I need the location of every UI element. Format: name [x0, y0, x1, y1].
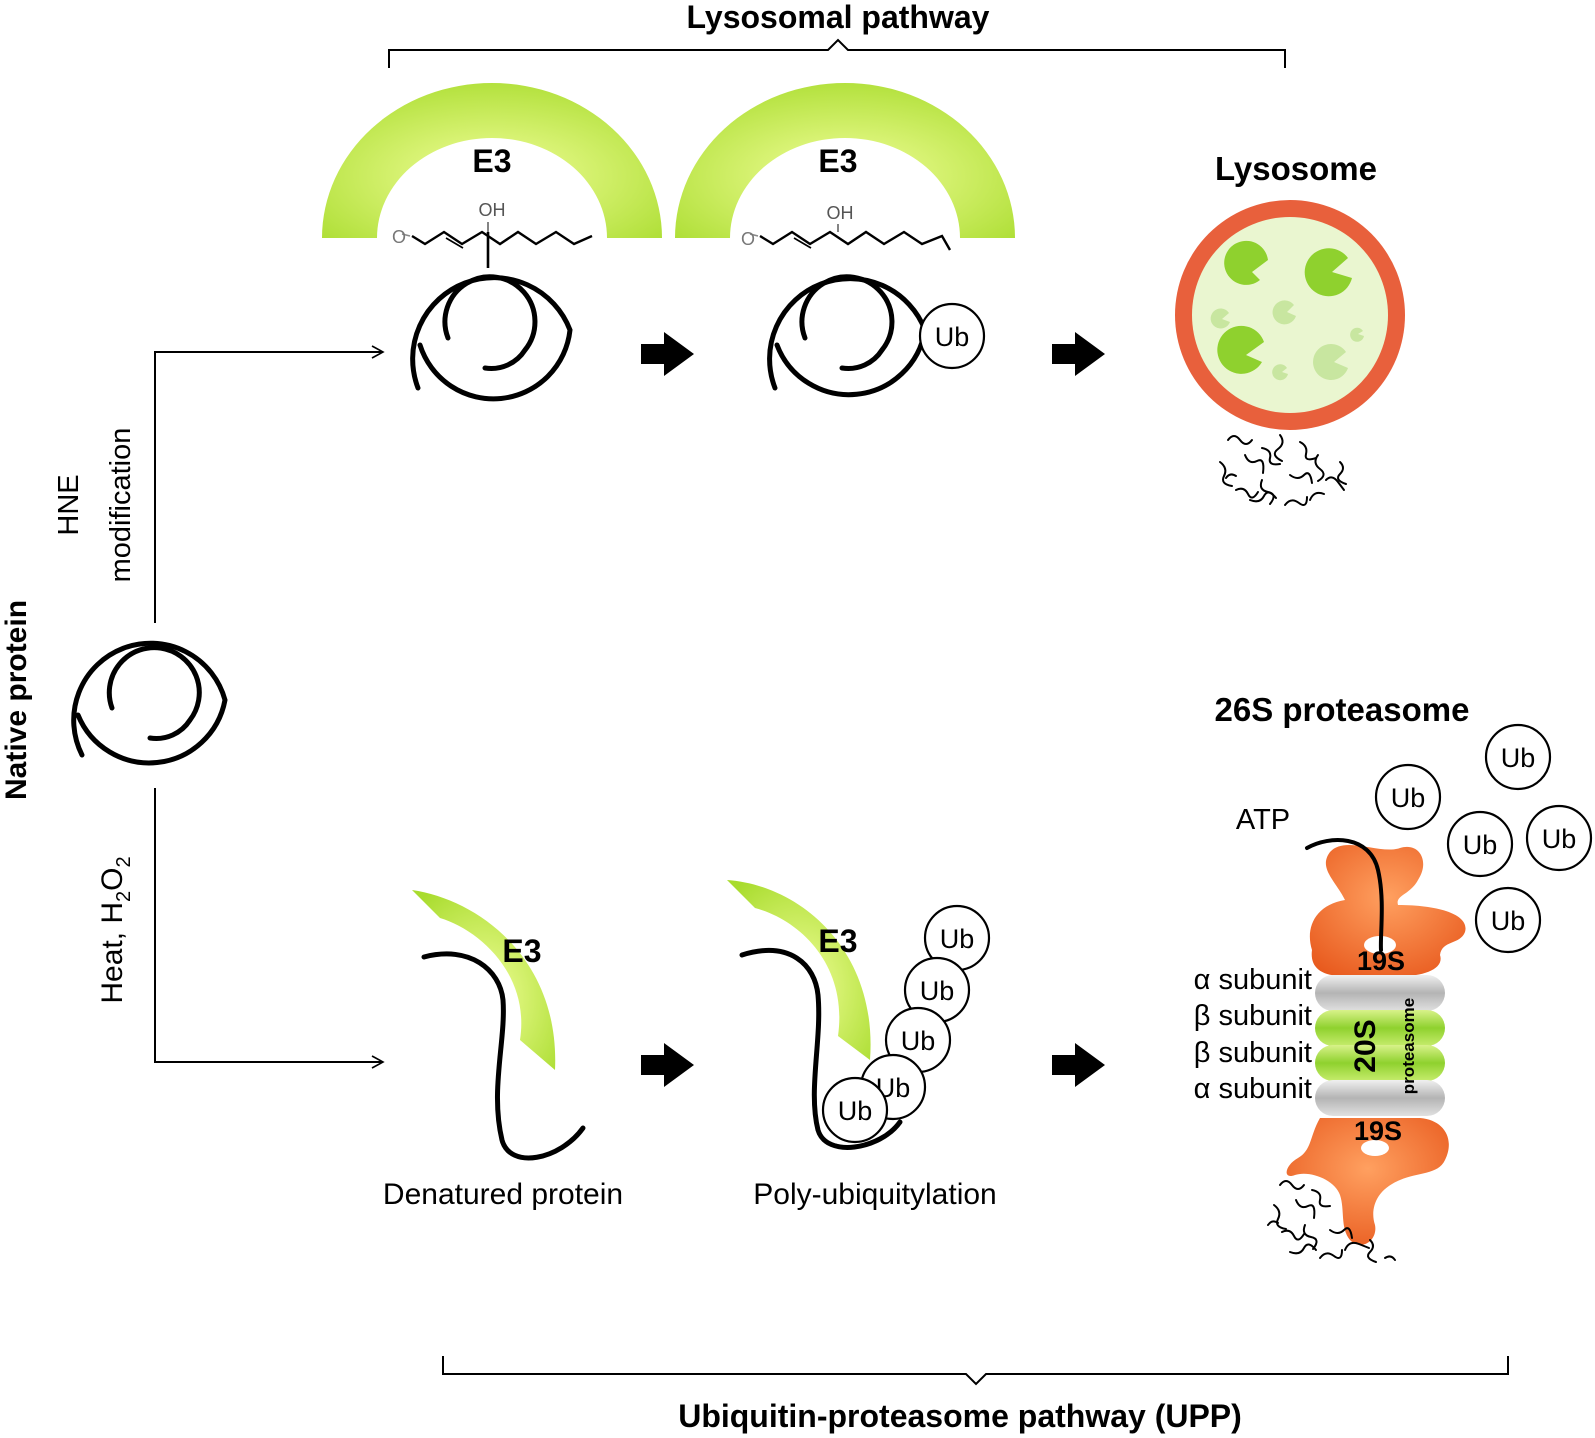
oh-label-top2: OH	[827, 203, 854, 223]
alpha-ring-bottom	[1315, 1080, 1445, 1116]
oh-label-top1: OH	[479, 200, 506, 220]
svg-text:Ub: Ub	[920, 976, 955, 1006]
upp-title: Ubiquitin-proteasome pathway (UPP)	[678, 1398, 1242, 1434]
e3-arc-bottom2	[727, 880, 871, 1060]
beta-ring-1	[1315, 1010, 1445, 1046]
e3-arc-bottom1	[412, 890, 556, 1070]
native-protein-label: Native protein	[0, 600, 33, 800]
cap-19s-top: 19S	[1309, 844, 1466, 977]
svg-text:Ub: Ub	[940, 924, 975, 954]
free-ub: Ub	[1446, 810, 1514, 878]
e3-label-top1: E3	[472, 143, 511, 179]
svg-text:Ub: Ub	[1542, 824, 1577, 854]
polyub-protein-chain	[739, 948, 903, 1150]
peptide-fragments-lysosome	[1219, 434, 1347, 506]
step-arrow-bottom1	[641, 1043, 694, 1087]
core-20s-label: 20S	[1349, 1019, 1382, 1072]
svg-text:Ub: Ub	[901, 1026, 936, 1056]
connector-lines	[154, 345, 385, 1069]
bottom-step1: E3	[412, 890, 586, 1161]
svg-text:Ub: Ub	[838, 1096, 873, 1126]
alpha-subunit-label-bottom: α subunit	[1194, 1073, 1312, 1105]
atp-substrate-strand	[1305, 838, 1384, 952]
aldehyde-o-top1: O	[392, 227, 406, 247]
free-ub: Ub	[1374, 763, 1442, 831]
lysosome-enzymes	[1210, 240, 1364, 381]
top-step1: E3 OH O	[322, 83, 662, 402]
free-ub: Ub	[1525, 804, 1593, 872]
step-arrow-top1	[641, 332, 694, 376]
ub-chain: Ub Ub Ub Ub Ub	[821, 904, 991, 1144]
alpha-subunit-label-top: α subunit	[1194, 964, 1312, 996]
denatured-protein-chain	[421, 951, 586, 1161]
ub-chain-item: Ub	[821, 1076, 889, 1144]
svg-text:Ub: Ub	[1501, 743, 1536, 773]
svg-text:Ub: Ub	[1463, 830, 1498, 860]
step-arrow-bottom2	[1052, 1043, 1105, 1087]
e3-label-top2: E3	[818, 143, 857, 179]
ub-chain-item: Ub	[903, 956, 971, 1024]
bottom-step2: E3 Ub Ub Ub Ub Ub	[727, 880, 991, 1150]
cap-19s-bottom: 19S	[1286, 1116, 1449, 1245]
protein-spiral-top1	[410, 274, 573, 402]
hne-label-line1: HNE	[53, 474, 85, 535]
peptide-fragments-proteasome	[1267, 1180, 1396, 1263]
ub-label-top2: Ub	[935, 322, 970, 352]
svg-text:Ub: Ub	[1491, 906, 1526, 936]
hne-molecule-top1	[401, 222, 593, 268]
e3-label-bottom1: E3	[502, 933, 541, 969]
beta-ring-2	[1315, 1045, 1445, 1081]
core-20s: 20S proteasome	[1315, 975, 1445, 1116]
beta-subunit-label-1: β subunit	[1194, 1000, 1312, 1032]
ub-circle-top2: Ub	[918, 302, 986, 370]
lysosome	[1175, 200, 1405, 430]
hne-molecule-top2	[749, 224, 952, 251]
free-ubiquitins: Ub Ub Ub Ub Ub	[1374, 723, 1593, 954]
lysosome-label: Lysosome	[1215, 150, 1377, 187]
heat-h2o2-label: Heat, H2O2	[96, 856, 135, 1003]
hne-label-line2: modification	[105, 428, 137, 583]
free-ub: Ub	[1474, 886, 1542, 954]
free-ub: Ub	[1484, 723, 1552, 791]
svg-text:Ub: Ub	[1391, 783, 1426, 813]
cap-19s-bottom-label: 19S	[1354, 1116, 1402, 1146]
beta-subunit-label-2: β subunit	[1194, 1037, 1312, 1069]
native-protein-spiral	[71, 640, 228, 766]
e3-label-bottom2: E3	[818, 923, 857, 959]
polyub-label: Poly-ubiquitylation	[753, 1178, 996, 1211]
protein-spiral-top2	[767, 274, 928, 398]
step-arrow-top2	[1052, 332, 1105, 376]
e3-arc-top2	[675, 83, 1015, 238]
aldehyde-o-top2: O	[741, 229, 755, 249]
upp-bracket	[442, 1356, 1509, 1386]
proteasome-vertical-label: proteasome	[1399, 998, 1418, 1094]
lysosomal-pathway-title: Lysosomal pathway	[687, 0, 990, 35]
top-step2: E3 OH O Ub	[675, 83, 1015, 398]
lysosomal-bracket	[388, 38, 1286, 68]
atp-label: ATP	[1236, 804, 1290, 836]
e3-arc-top1	[322, 83, 662, 238]
alpha-ring-top	[1315, 975, 1445, 1011]
proteasome-title: 26S proteasome	[1215, 691, 1470, 728]
denatured-protein-label: Denatured protein	[383, 1178, 623, 1211]
